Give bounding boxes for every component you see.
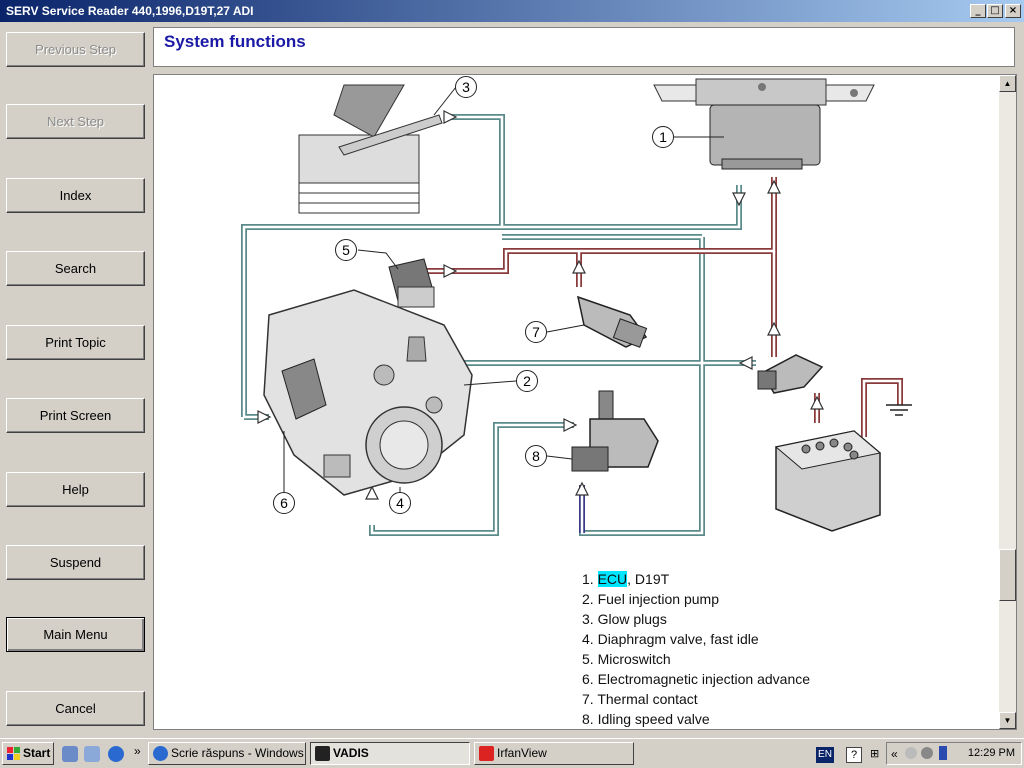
ground-icon [886, 404, 912, 416]
maximize-button[interactable]: □ [987, 4, 1003, 18]
minimize-button[interactable]: _ [970, 4, 986, 18]
search-button[interactable]: Search [6, 251, 145, 286]
quicklaunch-overflow-icon[interactable]: » [134, 744, 141, 758]
windows-icon[interactable]: ⊞ [870, 748, 880, 760]
callout-2: 2 [516, 370, 538, 392]
legend-item: 6. Electromagnetic injection advance [582, 671, 811, 687]
task-irfanview[interactable]: IrfanView [474, 742, 634, 765]
battery-drawing [774, 430, 882, 532]
task-windows-mail[interactable]: Scrie răspuns - Windows ... [148, 742, 306, 765]
legend-item: 4. Diaphragm valve, fast idle [582, 631, 759, 647]
legend-item: 1. ECU, D19T [582, 571, 670, 587]
suspend-button[interactable]: Suspend [6, 545, 145, 580]
legend-item: 3. Glow plugs [582, 611, 667, 627]
task-vadis[interactable]: VADIS [310, 742, 470, 765]
idle-valve-drawing [571, 390, 659, 472]
tray-overflow-icon[interactable]: « [891, 747, 898, 761]
teal-line-valve8 [579, 237, 705, 536]
callout-6: 6 [273, 492, 295, 514]
network-icon[interactable] [905, 747, 917, 759]
help-icon[interactable]: ? [846, 747, 862, 763]
legend-item: 5. Microswitch [582, 651, 671, 667]
scroll-down-icon[interactable]: ▼ [999, 712, 1016, 729]
content-panel: 1 2 3 4 5 6 7 8 1. ECU, D19T 2. Fuel inj… [153, 74, 1017, 730]
print-screen-button[interactable]: Print Screen [6, 398, 145, 433]
legend-item: 8. Idling speed valve [582, 711, 710, 727]
fuel-pump-drawing [263, 289, 473, 496]
volume-icon[interactable] [921, 747, 933, 759]
vertical-scrollbar[interactable]: ▲ ▼ [999, 75, 1016, 729]
cancel-button[interactable]: Cancel [6, 691, 145, 726]
callout-7: 7 [525, 321, 547, 343]
next-step-button[interactable]: Next Step [6, 104, 145, 139]
system-diagram: 1 2 3 4 5 6 7 8 [241, 76, 912, 536]
window-title: SERV Service Reader 440,1996,D19T,27 ADI [6, 4, 254, 18]
legend-item: 7. Thermal contact [582, 691, 698, 707]
glow-plug-drawing [298, 84, 443, 214]
battery-icon[interactable] [939, 746, 947, 760]
internet-explorer-icon [153, 746, 168, 761]
svg-text:4: 4 [396, 495, 404, 511]
language-indicator[interactable]: EN [816, 747, 834, 763]
window-titlebar: SERV Service Reader 440,1996,D19T,27 ADI… [0, 0, 1024, 22]
irfanview-icon [479, 746, 494, 761]
outlook-icon[interactable] [84, 746, 100, 762]
flow-arrows [257, 110, 824, 500]
scroll-up-icon[interactable]: ▲ [999, 75, 1016, 92]
highlight-term: ECU [597, 571, 628, 587]
system-tray: « 12:29 PM [886, 742, 1022, 765]
internet-explorer-icon[interactable] [108, 746, 124, 762]
red-line-ground [861, 378, 903, 437]
start-button[interactable]: Start [2, 742, 54, 765]
callout-3: 3 [455, 76, 477, 98]
windows-logo-icon [7, 747, 20, 760]
topic-header: System functions [153, 27, 1015, 67]
sensor-plug-drawing [757, 354, 824, 394]
svg-text:5: 5 [342, 242, 350, 258]
main-menu-button[interactable]: Main Menu [6, 617, 145, 652]
clock[interactable]: 12:29 PM [967, 747, 1015, 759]
callouts: 1 2 3 4 5 6 7 8 [273, 76, 674, 514]
scroll-thumb[interactable] [999, 549, 1016, 601]
svg-text:2: 2 [523, 373, 531, 389]
left-navigation: Previous Step Next Step Index Search Pri… [0, 22, 152, 736]
previous-step-button[interactable]: Previous Step [6, 32, 145, 67]
print-topic-button[interactable]: Print Topic [6, 325, 145, 360]
help-button[interactable]: Help [6, 472, 145, 507]
callout-8: 8 [525, 445, 547, 467]
legend-item: 2. Fuel injection pump [582, 591, 719, 607]
svg-text:1: 1 [659, 129, 667, 145]
callout-4: 4 [389, 492, 411, 514]
svg-text:6: 6 [280, 495, 288, 511]
thermal-contact-drawing [576, 295, 648, 348]
teal-line-glow [444, 114, 742, 230]
window-controls: _ □ × [969, 4, 1021, 18]
svg-text:7: 7 [532, 324, 540, 340]
microswitch-drawing [388, 258, 435, 308]
callout-5: 5 [335, 239, 357, 261]
taskbar: Start » Scrie răspuns - Windows ... VADI… [0, 738, 1024, 768]
svg-text:8: 8 [532, 448, 540, 464]
index-button[interactable]: Index [6, 178, 145, 213]
svg-text:3: 3 [462, 79, 470, 95]
page-title: System functions [164, 32, 306, 51]
close-button[interactable]: × [1005, 4, 1021, 18]
component-legend: 1. ECU, D19T 2. Fuel injection pump 3. G… [582, 569, 810, 729]
red-lines [426, 177, 903, 437]
show-desktop-icon[interactable] [62, 746, 78, 762]
vadis-icon [315, 746, 330, 761]
callout-1: 1 [652, 126, 674, 148]
ecu-drawing [653, 78, 875, 170]
